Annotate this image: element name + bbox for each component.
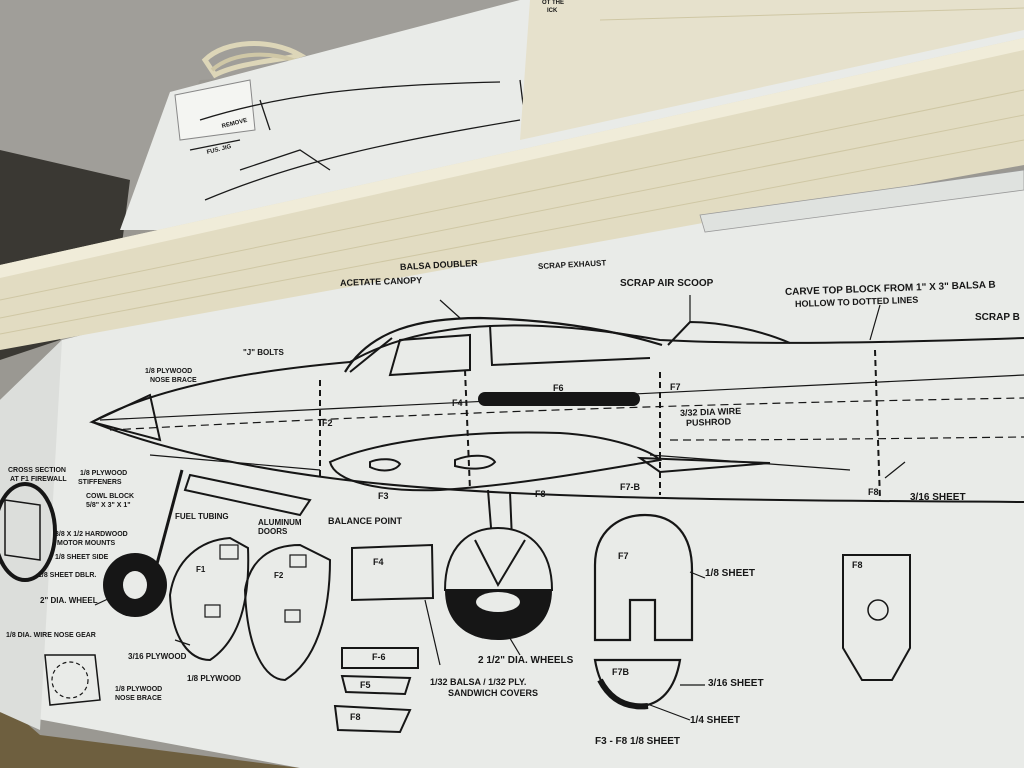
label-sheet-1-8: 1/8 SHEET [705, 568, 756, 579]
label-fuel-tubing: FUEL TUBING [175, 512, 229, 521]
balsa-grain [0, 7, 1024, 335]
label-hardwood-mounts-1: 3/8 X 1/2 HARDWOOD [55, 531, 128, 538]
main-wheel [443, 526, 554, 640]
label-cross-section-1: CROSS SECTION [8, 467, 66, 474]
label-f3-f8-sheet: F3 - F8 1/8 SHEET [595, 736, 681, 747]
label-plywood-stiffeners-1: 1/8 PLYWOOD [80, 470, 128, 477]
firewall-interior [4, 499, 41, 561]
former-f7b-base [597, 678, 649, 710]
back-plan-tab [174, 79, 256, 141]
label-sheet-3-16: 3/16 SHEET [910, 492, 966, 503]
label-plywood-stiffeners-2: STIFFENERS [78, 479, 122, 486]
label-cowl-block-1: COWL BLOCK [86, 493, 135, 500]
label-bolts: "J" BOLTS [243, 348, 284, 357]
label-aluminum-2: DOORS [258, 527, 288, 536]
label-sandwich-2: SANDWICH COVERS [448, 688, 539, 698]
leader-lines [94, 295, 906, 721]
label-of-the-1: OT THE [542, 0, 564, 6]
label-sheet-side: 1/8 SHEET SIDE [55, 554, 109, 561]
label-aluminum-1: ALUMINUM [258, 518, 302, 527]
balsa-stick-highlight [0, 38, 1024, 278]
label-sandwich-1: 1/32 BALSA / 1/32 PLY. [430, 677, 527, 687]
balsa-stick-back [520, 0, 1024, 140]
part-f4: F4 [373, 557, 384, 567]
former-f6 [341, 647, 419, 669]
label-plywood-brace-2: NOSE BRACE [115, 695, 162, 702]
former-f4 [351, 543, 435, 602]
label-plywood-nose-brace: 1/8 PLYWOOD [145, 368, 193, 375]
former-f8-hole [867, 599, 889, 621]
label-scrap-b: SCRAP B [975, 312, 1020, 323]
label-cross-section-2: AT F1 FIREWALL [10, 476, 67, 483]
balsa-stick [0, 38, 1024, 350]
label-sheet-1-4: 1/4 SHEET [690, 715, 741, 726]
label-nose-gear: 1/8 DIA. WIRE NOSE GEAR [6, 632, 96, 639]
part-f2-side: F2 [322, 418, 333, 428]
label-plywood-1-8: 1/8 PLYWOOD [187, 674, 241, 683]
label-plywood-brace-1: 1/8 PLYWOOD [115, 686, 163, 693]
label-plywood-3-16: 3/16 PLYWOOD [128, 652, 187, 661]
part-f8-side: F8 [868, 487, 879, 497]
exhaust-stack [478, 392, 640, 406]
nose-brace-circle [51, 661, 89, 699]
main-plan-sheet [0, 175, 1024, 768]
part-f3: F3 [378, 491, 389, 501]
former-f1 [168, 536, 250, 662]
label-dia-wheels: 2 1/2" DIA. WHEELS [478, 655, 574, 666]
label-hardwood-mounts-2: MOTOR MOUNTS [57, 540, 116, 547]
label-sheet-dblr: 1/8 SHEET DBLR. [38, 572, 97, 579]
label-nose-brace: NOSE BRACE [150, 377, 197, 384]
label-balance-point: BALANCE POINT [328, 516, 402, 526]
part-f7-side: F7 [670, 382, 681, 392]
firewall-cross-section [0, 482, 57, 582]
ruler [699, 169, 1024, 233]
former-details [204, 544, 307, 623]
former-f5 [340, 674, 412, 696]
nose-wheel-hub [123, 571, 147, 599]
former-f2 [243, 543, 332, 682]
part-f7b-part: F7B [612, 667, 630, 677]
former-f8 [842, 554, 911, 681]
part-f1: F1 [196, 565, 206, 574]
part-f8: F8 [535, 489, 546, 499]
table-edge [0, 700, 300, 768]
part-f5: F5 [360, 680, 371, 690]
part-f7: F7 [618, 551, 629, 561]
label-scrap-air-scoop: SCRAP AIR SCOOP [620, 278, 714, 289]
cable-coil-2 [210, 52, 299, 72]
part-f2: F2 [274, 571, 284, 580]
label-of-the-2: ICK [547, 8, 558, 14]
part-f4-side: F4 [452, 398, 463, 408]
part-f7b: F7-B [620, 482, 640, 492]
label-dia-wheel: 2" DIA. WHEEL [40, 596, 98, 605]
nose-brace-part [44, 654, 101, 706]
part-f8-part: F8 [852, 560, 863, 570]
main-plan-shadow [0, 340, 62, 730]
cable-coil [201, 41, 307, 79]
part-f6: F6 [553, 383, 564, 393]
former-f7 [593, 513, 694, 642]
label-cowl-block-2: 5/8" X 3" X 1" [86, 502, 131, 509]
label-pushrod-2: PUSHROD [685, 416, 732, 428]
former-f3 [333, 704, 412, 734]
part-f6-side: F-6 [372, 652, 386, 662]
label-sheet-3-16-b: 3/16 SHEET [708, 678, 764, 689]
part-f8-label: F8 [350, 712, 361, 722]
